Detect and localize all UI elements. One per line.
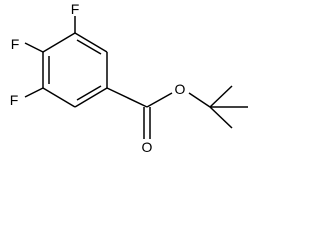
tbutyl-methyl-top-bond xyxy=(209,85,233,108)
fluorine-top-label: F xyxy=(71,1,80,17)
atom-labels: F F F O O xyxy=(10,1,186,155)
tbutyl-methyl-bottom-bond xyxy=(209,106,233,129)
bonds xyxy=(24,16,248,139)
carbonyl-oxygen-label: O xyxy=(142,139,153,155)
fluorine-bottom-label: F xyxy=(10,92,19,108)
molecule-structure: F F F O O xyxy=(10,1,248,155)
carbonyl-to-ester-o-bond xyxy=(146,92,173,108)
ring-double-bond-2 xyxy=(76,85,102,101)
c-f-bottom-bond xyxy=(24,87,44,98)
ring-bond-1 xyxy=(74,32,108,53)
ester-oxygen-label: O xyxy=(175,81,186,97)
ring-double-bond-1 xyxy=(76,39,102,55)
ring-bond-3 xyxy=(74,87,108,108)
fluorine-middle-label: F xyxy=(11,36,20,52)
ring-bond-6 xyxy=(42,32,76,53)
ester-o-to-tbutyl-bond xyxy=(188,92,211,108)
ring-bond-4 xyxy=(42,87,76,108)
c-f-middle-bond xyxy=(24,42,44,53)
ring-to-carbonyl-bond xyxy=(106,87,148,108)
